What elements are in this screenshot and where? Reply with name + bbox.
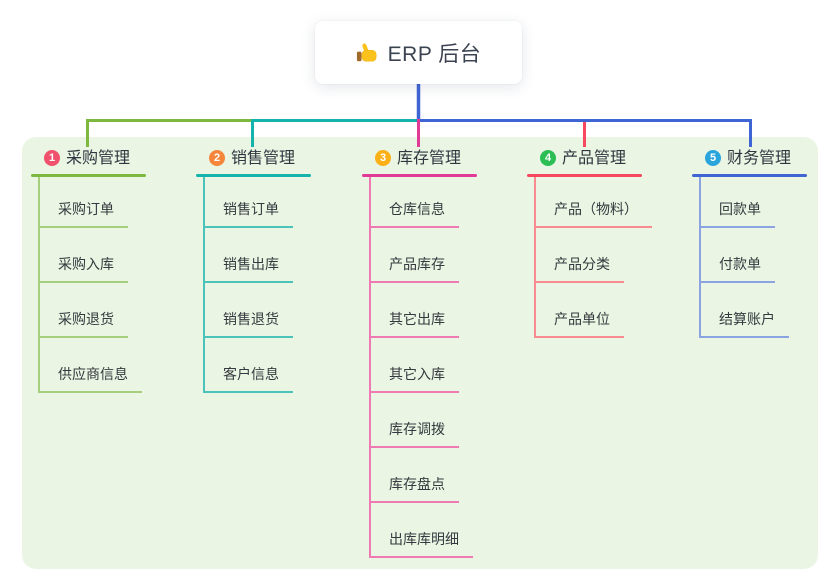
leaf-item[interactable]: 采购入库 xyxy=(38,254,128,283)
branch-label[interactable]: 产品管理 xyxy=(562,150,627,167)
branch-label[interactable]: 财务管理 xyxy=(727,150,792,167)
leaf-item[interactable]: 产品（物料） xyxy=(534,199,652,228)
branch-children: 仓库信息 产品库存 其它出库 其它入库 库存调拨 库存盘点 出库库明细 xyxy=(369,177,473,558)
root-node[interactable]: ERP 后台 xyxy=(315,21,522,84)
leaf-item[interactable]: 库存调拨 xyxy=(369,419,459,448)
thumbs-up-icon xyxy=(356,42,378,64)
branch-children: 采购订单 采购入库 采购退货 供应商信息 xyxy=(38,177,142,393)
leaf-row: 采购订单 xyxy=(38,177,142,228)
leaf-item[interactable]: 采购退货 xyxy=(38,309,128,338)
leaf-row: 产品单位 xyxy=(534,283,652,338)
leaf-item[interactable]: 结算账户 xyxy=(699,309,789,338)
branch-children: 销售订单 销售出库 销售退货 客户信息 xyxy=(203,177,293,393)
leaf-item[interactable]: 客户信息 xyxy=(203,364,293,393)
leaf-item[interactable]: 销售出库 xyxy=(203,254,293,283)
branch-underline xyxy=(692,174,807,177)
branch-label[interactable]: 库存管理 xyxy=(397,150,462,167)
leaf-item[interactable]: 付款单 xyxy=(699,254,775,283)
leaf-item[interactable]: 销售退货 xyxy=(203,309,293,338)
branch-children: 回款单 付款单 结算账户 xyxy=(699,177,789,338)
branch-label[interactable]: 销售管理 xyxy=(231,150,296,167)
leaf-row: 回款单 xyxy=(699,177,789,228)
leaf-row: 库存盘点 xyxy=(369,448,473,503)
leaf-item[interactable]: 产品单位 xyxy=(534,309,624,338)
leaf-row: 销售出库 xyxy=(203,228,293,283)
leaf-row: 付款单 xyxy=(699,228,789,283)
leaf-row: 产品分类 xyxy=(534,228,652,283)
branch-badge: 5 xyxy=(705,150,721,166)
leaf-item[interactable]: 产品分类 xyxy=(534,254,624,283)
leaf-item[interactable]: 销售订单 xyxy=(203,199,293,228)
leaf-row: 供应商信息 xyxy=(38,338,142,393)
leaf-item[interactable]: 库存盘点 xyxy=(369,474,459,503)
branch-children: 产品（物料） 产品分类 产品单位 xyxy=(534,177,652,338)
branch-badge: 2 xyxy=(209,150,225,166)
branches-panel xyxy=(22,137,818,569)
branch-badge: 1 xyxy=(44,150,60,166)
leaf-item[interactable]: 其它入库 xyxy=(369,364,459,393)
leaf-row: 其它入库 xyxy=(369,338,473,393)
leaf-item[interactable]: 仓库信息 xyxy=(369,199,459,228)
leaf-item[interactable]: 采购订单 xyxy=(38,199,128,228)
leaf-item[interactable]: 产品库存 xyxy=(369,254,459,283)
leaf-row: 采购入库 xyxy=(38,228,142,283)
leaf-item[interactable]: 出库库明细 xyxy=(369,529,473,558)
leaf-row: 采购退货 xyxy=(38,283,142,338)
leaf-row: 产品库存 xyxy=(369,228,473,283)
branch-underline xyxy=(527,174,642,177)
branch-badge: 3 xyxy=(375,150,391,166)
leaf-row: 结算账户 xyxy=(699,283,789,338)
branch-underline xyxy=(196,174,311,177)
branch-underline xyxy=(31,174,146,177)
branch-badge: 4 xyxy=(540,150,556,166)
leaf-row: 销售退货 xyxy=(203,283,293,338)
leaf-item[interactable]: 供应商信息 xyxy=(38,364,142,393)
leaf-row: 仓库信息 xyxy=(369,177,473,228)
branch-underline xyxy=(362,174,477,177)
leaf-row: 其它出库 xyxy=(369,283,473,338)
leaf-item[interactable]: 其它出库 xyxy=(369,309,459,338)
leaf-row: 客户信息 xyxy=(203,338,293,393)
leaf-row: 出库库明细 xyxy=(369,503,473,558)
leaf-row: 产品（物料） xyxy=(534,177,652,228)
leaf-row: 库存调拨 xyxy=(369,393,473,448)
leaf-row: 销售订单 xyxy=(203,177,293,228)
leaf-item[interactable]: 回款单 xyxy=(699,199,775,228)
root-title: ERP 后台 xyxy=(387,42,482,66)
branch-label[interactable]: 采购管理 xyxy=(66,150,131,167)
